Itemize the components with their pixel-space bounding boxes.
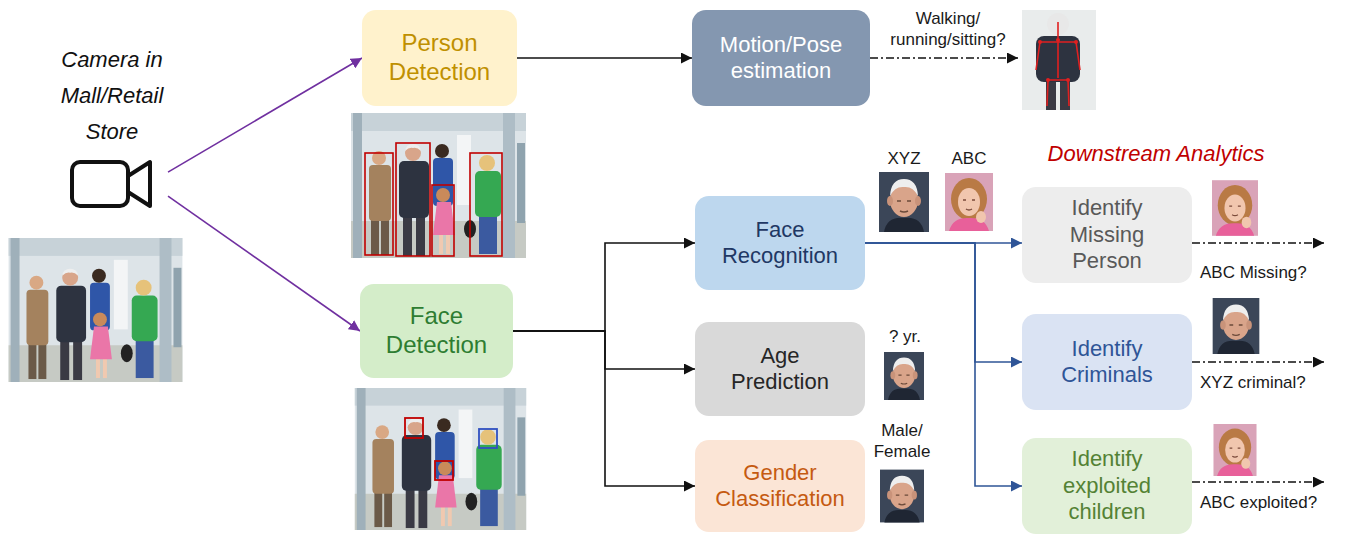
pose-figure <box>1046 78 1050 82</box>
face-detection-photo <box>355 388 526 530</box>
face-thumbnail <box>880 470 924 523</box>
process-box: Identify Criminals <box>1022 314 1192 410</box>
camera-photo <box>9 238 183 382</box>
connector-arrow <box>865 243 1022 486</box>
camera-photo <box>9 238 183 382</box>
camera-icon <box>128 162 150 206</box>
process-box: Age Prediction <box>695 322 865 416</box>
pose-figure <box>1036 22 1080 106</box>
connector-arrow <box>513 331 695 486</box>
process-box: Person Detection <box>362 10 517 106</box>
process-box: Face Detection <box>360 284 513 378</box>
person-detection-photo <box>351 113 526 258</box>
annotation-label: ABC <box>941 148 997 169</box>
face-detection-photo <box>405 418 497 480</box>
person-detection-photo <box>396 143 430 256</box>
connector-arrow <box>865 243 1022 362</box>
connectors <box>168 58 1022 486</box>
dashed-leader-arrow <box>1192 242 1324 244</box>
process-box: Gender Classification <box>695 440 865 532</box>
face-thumbnail <box>1213 298 1260 354</box>
person-detection-photo <box>470 153 502 256</box>
face-detection-photo <box>355 388 526 530</box>
pose-figure <box>1074 40 1078 44</box>
process-box: Face Recognition <box>695 196 865 290</box>
node-text: Gender Classification <box>707 460 853 513</box>
camera-icon <box>72 162 150 206</box>
annotation-label: ABC exploited? <box>1200 492 1345 513</box>
pose-figure <box>1038 40 1042 44</box>
annotation-label: ? yr. <box>876 326 934 347</box>
connector-arrow <box>168 196 360 331</box>
face-thumbnail <box>879 172 929 232</box>
pose-figure <box>1056 38 1060 42</box>
pose-figure <box>1022 10 1096 110</box>
node-text: Motion/Pose estimation <box>711 32 851 85</box>
node-text: Identify Missing Person <box>1034 195 1180 274</box>
node-text: Identify Criminals <box>1034 336 1180 389</box>
annotation-label: ABC Missing? <box>1200 262 1345 283</box>
person-detection-photo <box>365 143 502 256</box>
node-text: Identify exploited children <box>1034 446 1180 525</box>
annotation-label: XYZ criminal? <box>1200 372 1345 393</box>
pose-figure <box>1066 78 1070 82</box>
dashed-leader-arrow <box>1192 481 1324 483</box>
connector-arrow <box>513 243 695 331</box>
dashed-leader-arrow <box>870 57 1018 59</box>
node-text: Age Prediction <box>720 343 840 396</box>
face-thumbnail <box>884 352 924 400</box>
face-detection-photo <box>435 461 453 480</box>
person-detection-photo <box>432 185 454 256</box>
person-detection-photo <box>365 153 393 255</box>
person-detection-photo <box>351 113 526 258</box>
camera-node: Camera in Mall/Retail Store <box>56 36 168 220</box>
face-detection-photo <box>479 429 497 448</box>
annotation-label: Male/ Female <box>868 420 936 463</box>
camera-icon <box>72 162 128 206</box>
dashed-leader-arrow <box>1192 361 1324 363</box>
annotation-label: Downstream Analytics <box>1024 140 1288 168</box>
face-detection-photo <box>405 418 423 438</box>
annotation-label: Walking/ running/sitting? <box>873 8 1023 51</box>
face-thumbnail <box>945 173 993 231</box>
pose-figure <box>1022 10 1096 110</box>
connector-arrow <box>168 58 362 172</box>
pose-figure <box>1038 38 1078 82</box>
annotation-label: XYZ <box>876 148 932 169</box>
process-box: Identify exploited children <box>1022 438 1192 534</box>
node-text: Face Recognition <box>707 217 853 270</box>
pose-figure <box>1036 22 1080 106</box>
process-box: Identify Missing Person <box>1022 187 1192 283</box>
connector-arrow <box>513 331 695 369</box>
process-box: Motion/Pose estimation <box>692 10 870 106</box>
face-thumbnail <box>1213 424 1256 476</box>
node-text: Face Detection <box>372 302 501 360</box>
face-thumbnail <box>1212 180 1258 236</box>
connector-arrow <box>517 57 692 59</box>
node-text: Person Detection <box>374 29 505 87</box>
node-text: Camera in Mall/Retail Store <box>56 42 168 150</box>
